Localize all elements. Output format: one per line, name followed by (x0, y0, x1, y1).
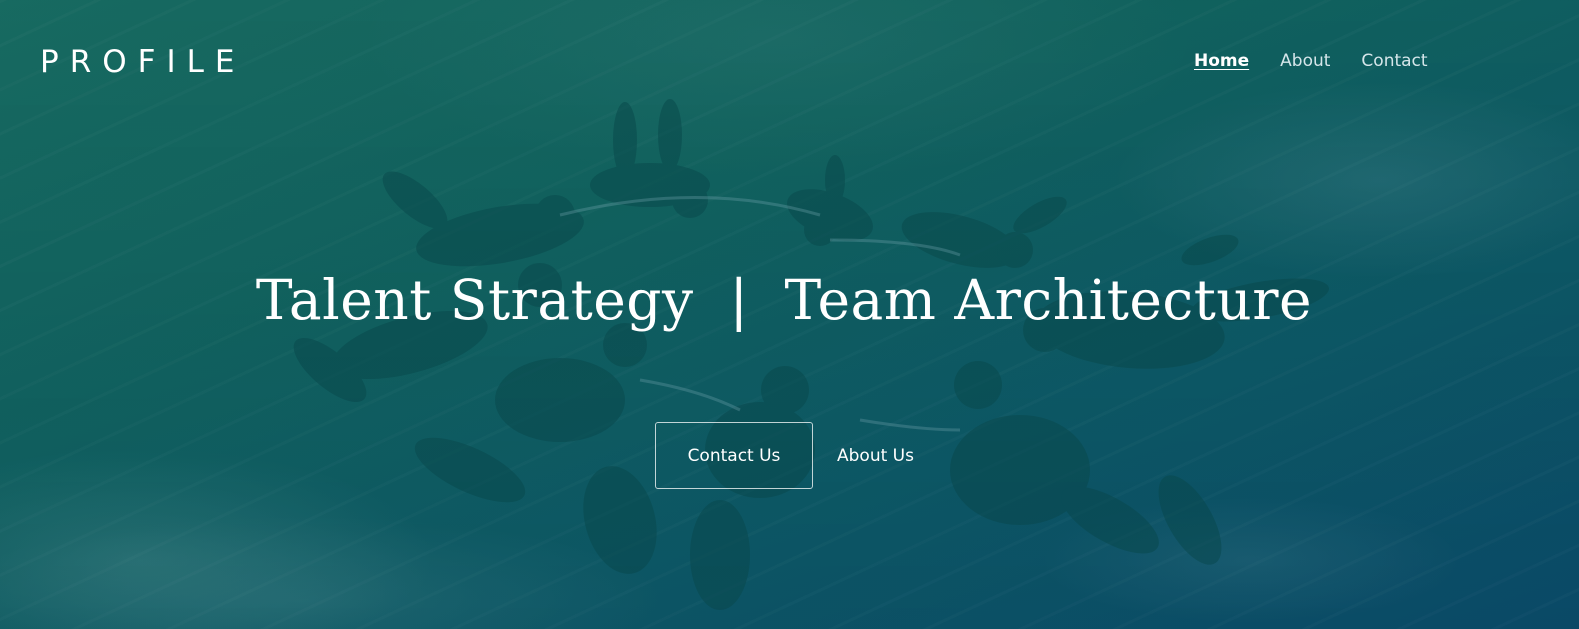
main-nav: Home About Contact (1194, 50, 1428, 72)
about-us-button[interactable]: About Us (837, 445, 914, 466)
brand-logo[interactable]: PROFILE (40, 44, 246, 80)
nav-item-home[interactable]: Home (1194, 51, 1250, 71)
nav-item-contact[interactable]: Contact (1361, 51, 1428, 71)
contact-us-button[interactable]: Contact Us (655, 422, 813, 489)
hero-headline: Talent Strategy | Team Architecture (255, 268, 1313, 332)
nav-item-about[interactable]: About (1280, 51, 1331, 71)
hero-actions: Contact Us About Us (655, 422, 914, 489)
